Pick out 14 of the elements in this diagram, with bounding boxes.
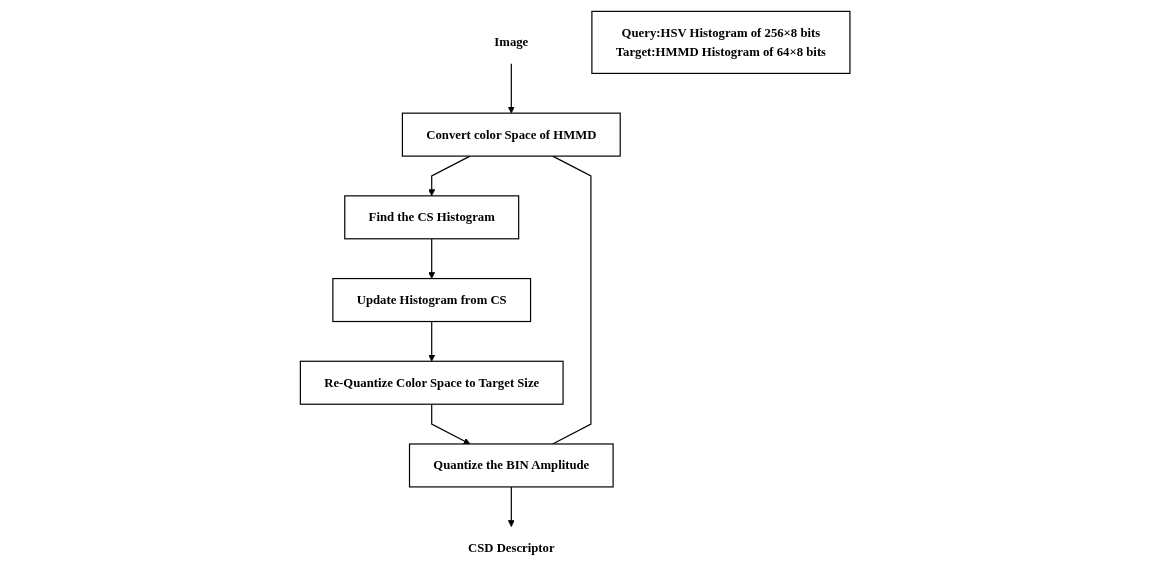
node-text: CSD Descriptor	[467, 540, 555, 555]
node-text: Image	[494, 35, 529, 49]
arrow	[430, 403, 471, 445]
arrow	[428, 155, 471, 197]
node-box: Re-Quantize Color Space to Target Size	[299, 360, 564, 405]
node-box: Convert color Space of HMMD	[401, 112, 621, 157]
node-box: Quantize the BIN Amplitude	[408, 443, 614, 488]
node-box: Update Histogram from CS	[332, 277, 531, 323]
arrow	[507, 486, 515, 527]
arrow	[428, 238, 436, 279]
arrow	[428, 320, 436, 362]
node-box: Find the CS Histogram	[344, 195, 520, 240]
node-box: Query:HSV Histogram of 256×8 bits Target:HMMD Histogram of 64×8 bits	[591, 10, 851, 74]
arrow	[507, 63, 515, 114]
